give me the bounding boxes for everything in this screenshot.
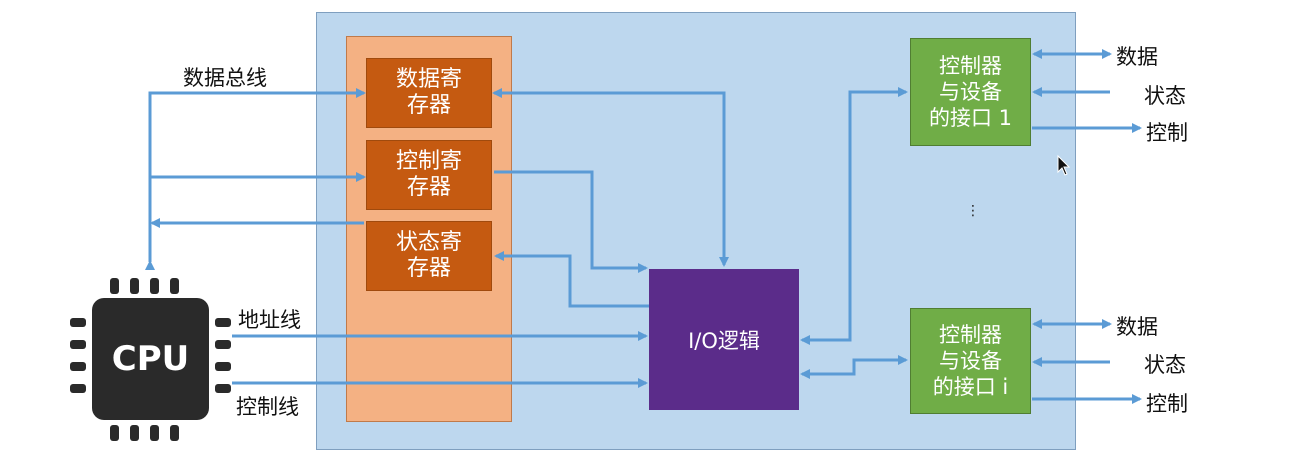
cpu-pin (170, 425, 179, 441)
cpu-pin (215, 384, 231, 393)
control-register-line1: 控制寄 (395, 149, 462, 174)
cpu-pin (70, 384, 86, 393)
cpu-pin (215, 318, 231, 327)
cpu-pin (170, 278, 179, 294)
device-interface-i-line3: 的接口 i (932, 375, 1009, 399)
interface-i-data-label: 数据 (1116, 315, 1158, 339)
cpu-pin (110, 425, 119, 441)
cpu-pin (150, 278, 159, 294)
status-register-line1: 状态寄 (395, 230, 462, 255)
interface-i-control-label: 控制 (1146, 392, 1188, 416)
io-logic-label: I/O逻辑 (688, 328, 760, 353)
data-register-io-arrow (492, 88, 729, 267)
cpu-chip (92, 298, 209, 420)
device-interface-1-line1: 控制器 (939, 54, 1002, 78)
cpu-pin (130, 278, 139, 294)
mouse-cursor-icon (1057, 154, 1071, 176)
control-register-io-arrow (494, 170, 648, 273)
cpu-pin (130, 425, 139, 441)
data-register-line2: 存器 (406, 93, 451, 118)
device-interface-i-line2: 与设备 (939, 349, 1002, 373)
io-to-interface-i-arrow (800, 355, 908, 379)
device-interface-1-line3: 的接口 1 (928, 106, 1013, 130)
io-to-status-register-arrow (494, 251, 649, 308)
cpu-pin (110, 278, 119, 294)
cpu-pin (70, 318, 86, 327)
cpu-pin (150, 425, 159, 441)
control-register: 控制寄 存器 (366, 140, 492, 210)
interface-1-control-label: 控制 (1146, 121, 1188, 145)
io-to-interface-1-arrow (800, 87, 908, 345)
data-register-line1: 数据寄 (395, 67, 462, 92)
data-register: 数据寄 存器 (366, 58, 492, 128)
status-register-line2: 存器 (406, 256, 451, 281)
data-bus-label: 数据总线 (183, 66, 267, 90)
device-interface-i: 控制器 与设备 的接口 i (910, 308, 1031, 414)
interface-i-status-label: 状态 (1144, 353, 1186, 377)
control-bus-label: 控制线 (236, 395, 299, 419)
io-logic: I/O逻辑 (649, 269, 799, 410)
status-register: 状态寄 存器 (366, 221, 492, 291)
address-bus-label: 地址线 (238, 308, 301, 332)
device-interface-i-line1: 控制器 (939, 323, 1002, 347)
cpu-pin (215, 362, 231, 371)
data-bus-trunk (145, 88, 366, 270)
cpu-pin (215, 340, 231, 349)
control-register-line2: 存器 (406, 175, 451, 200)
device-interface-1: 控制器 与设备 的接口 1 (910, 38, 1031, 146)
device-interface-1-line2: 与设备 (939, 80, 1002, 104)
cpu-pin (70, 340, 86, 349)
cpu-label: CPU (111, 339, 190, 379)
interface-1-data-label: 数据 (1116, 45, 1158, 69)
cpu-pin (70, 362, 86, 371)
ellipsis-vertical: ⋮ (966, 203, 980, 219)
interface-1-status-label: 状态 (1144, 84, 1186, 108)
